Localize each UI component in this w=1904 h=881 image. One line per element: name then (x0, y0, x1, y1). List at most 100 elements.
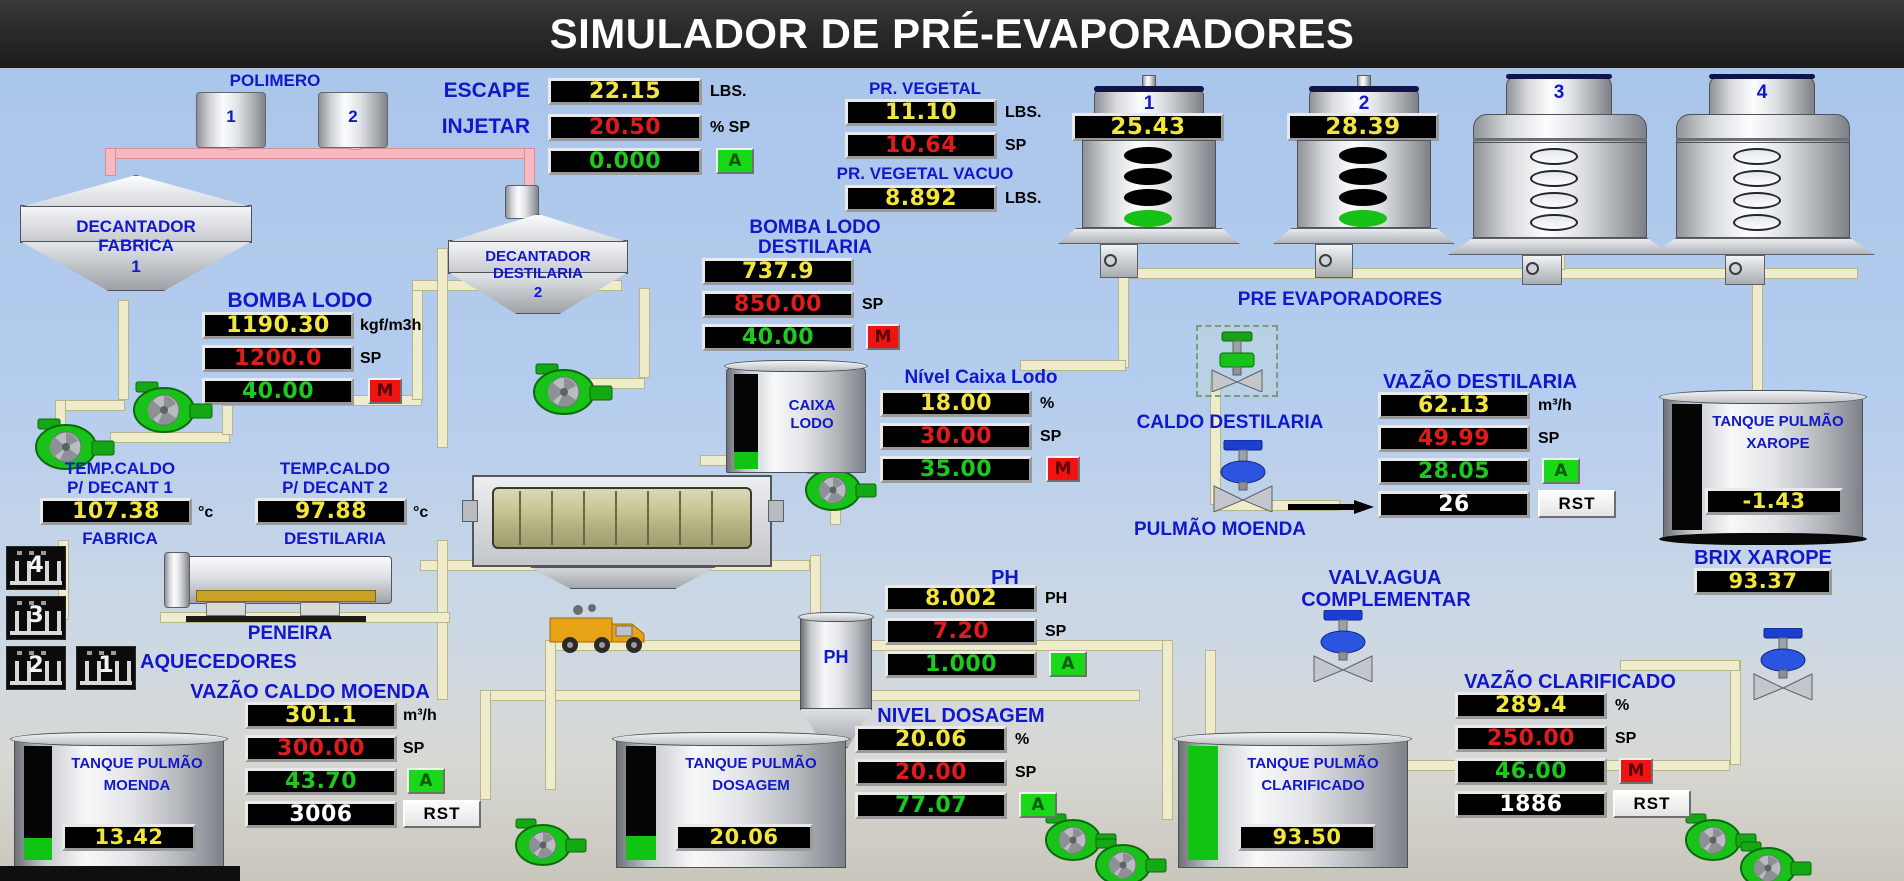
nivel-caixa-lodo-pv[interactable]: 18.00 (880, 390, 1032, 417)
pump-moenda-out[interactable] (510, 815, 588, 869)
aquecedor-2[interactable]: 2 (6, 646, 66, 690)
pr-vegetal-vacuo-label: PR. VEGETAL VACUO (836, 164, 1014, 183)
nivel-dosagem-mode-button[interactable]: A (1019, 792, 1057, 818)
vazao-destilaria-pv[interactable]: 62.13 (1378, 392, 1530, 419)
nivel-caixa-lodo-sp[interactable]: 30.00 (880, 423, 1032, 450)
dosagem-level-green (626, 836, 656, 860)
polimero-tank-2[interactable]: 2 (318, 92, 388, 148)
bomba-lodo-dest-sp-unit: SP (862, 296, 884, 313)
nivel-caixa-lodo-pv-unit: % (1040, 395, 1055, 412)
vazao-destilaria-mode-button[interactable]: A (1542, 458, 1580, 484)
bomba-lodo-dest-output[interactable]: 40.00 (702, 324, 854, 351)
aquecedor-1[interactable]: 1 (76, 646, 136, 690)
truck-icon (548, 600, 668, 654)
evap-4-id: 4 (1756, 82, 1768, 103)
aquecedor-4[interactable]: 4 (6, 546, 66, 590)
vazao-clarificado-pv[interactable]: 289.4 (1455, 692, 1607, 719)
valv-agua-icon[interactable] (1300, 609, 1386, 683)
vazao-destilaria-reset-button[interactable]: RST (1538, 490, 1616, 518)
clarificado-outlet-valve-icon[interactable] (1740, 627, 1826, 701)
pump-lodo-fabrica-1[interactable] (30, 415, 116, 473)
temp-decant2-value[interactable]: 97.88 (255, 498, 407, 525)
evap-2-id: 2 (1358, 93, 1370, 114)
peneira-base (186, 616, 366, 622)
vazao-clarificado-reset-button[interactable]: RST (1613, 790, 1691, 818)
pump-clarificado-out-2[interactable] (1735, 838, 1813, 881)
peneira-screen-bar (196, 590, 376, 602)
evap-1-level-3 (1124, 189, 1172, 206)
vazao-clarificado-output[interactable]: 46.00 (1455, 758, 1607, 785)
nivel-caixa-lodo-mode-button[interactable]: M (1046, 456, 1080, 482)
decant1-label-line2: FABRICA (98, 236, 174, 255)
pump-dosagem-out-1[interactable] (1040, 810, 1118, 864)
ph-sp[interactable]: 7.20 (885, 618, 1037, 645)
injetar-mode-button[interactable]: A (716, 148, 754, 174)
brix-xarope-value[interactable]: 93.37 (1694, 568, 1832, 595)
pump-lodo-destilaria[interactable] (528, 360, 614, 418)
injetar-sp[interactable]: 20.50 (548, 114, 702, 141)
bomba-lodo-dest-pv[interactable]: 737.9 (702, 258, 854, 285)
clarificado-value[interactable]: 93.50 (1238, 824, 1376, 851)
page-title: SIMULADOR DE PRÉ-EVAPORADORES (549, 10, 1355, 57)
vazao-caldo-moenda-sp[interactable]: 300.00 (245, 735, 397, 762)
ph-output[interactable]: 1.000 (885, 651, 1037, 678)
evap-2-value[interactable]: 28.39 (1287, 113, 1439, 141)
ph-sp-unit: SP (1045, 623, 1067, 640)
escape-value[interactable]: 22.15 (548, 78, 702, 105)
xarope-value[interactable]: -1.43 (1705, 488, 1843, 515)
vazao-caldo-moenda-reset-button[interactable]: RST (403, 800, 481, 828)
dosagem-value[interactable]: 20.06 (675, 824, 813, 851)
vazao-clarificado-sp[interactable]: 250.00 (1455, 725, 1607, 752)
vazao-destilaria-output[interactable]: 28.05 (1378, 458, 1530, 485)
polimero-tank-1[interactable]: 1 (196, 92, 266, 148)
peneira-inlet (164, 552, 190, 608)
decant2-inlet (505, 185, 539, 219)
vazao-destilaria-label: VAZÃO DESTILARIA (1382, 371, 1578, 393)
pump-dosagem-out-2[interactable] (1090, 835, 1168, 881)
pipe-clarificado-drop (1162, 640, 1173, 820)
pump-lodo-fabrica-2[interactable] (128, 378, 214, 436)
vazao-clarificado-mode-button[interactable]: M (1619, 758, 1653, 784)
moenda-value[interactable]: 13.42 (62, 824, 196, 851)
vazao-caldo-moenda-mode-button[interactable]: A (407, 768, 445, 794)
pump-clarificado-out-1[interactable] (1680, 810, 1758, 864)
pr-vegetal-value[interactable]: 11.10 (845, 99, 997, 126)
pr-vegetal-vacuo-value[interactable]: 8.892 (845, 185, 997, 212)
bomba-lodo-dest-mode-button[interactable]: M (866, 324, 900, 350)
pulmao-moenda-label: PULMÃO MOENDA (1133, 519, 1307, 540)
dosagem-label2: DOSAGEM (712, 777, 790, 794)
vazao-caldo-moenda-pv[interactable]: 301.1 (245, 702, 397, 729)
ph-vessel-shell (800, 618, 872, 710)
temp-decant2-sub: DESTILARIA (284, 529, 386, 548)
pr-vegetal-sp[interactable]: 10.64 (845, 132, 997, 159)
vazao-caldo-moenda-sp-unit: SP (403, 740, 425, 757)
vazao-caldo-moenda-output[interactable]: 43.70 (245, 768, 397, 795)
ph-mode-button[interactable]: A (1049, 651, 1087, 677)
bomba-lodo-output[interactable]: 40.00 (202, 378, 354, 405)
nivel-dosagem-pv[interactable]: 20.06 (855, 726, 1007, 753)
bomba-lodo-mode-button[interactable]: M (368, 378, 402, 404)
pipe-evap1-riser (1118, 268, 1129, 368)
evap-4-head (1709, 76, 1815, 116)
bomba-lodo-pv[interactable]: 1190.30 (202, 312, 354, 339)
bomba-lodo-dest-sp[interactable]: 850.00 (702, 291, 854, 318)
evap-2-level-4 (1339, 210, 1387, 227)
vazao-destilaria-total[interactable]: 26 (1378, 491, 1530, 518)
nivel-dosagem-sp[interactable]: 20.00 (855, 759, 1007, 786)
temp-decant2-label2: P/ DECANT 2 (282, 478, 388, 497)
injetar-output[interactable]: 0.000 (548, 148, 702, 175)
vazao-caldo-moenda-total[interactable]: 3006 (245, 801, 397, 828)
clarificado-level-green (1188, 746, 1218, 860)
evap-1-value[interactable]: 25.43 (1072, 113, 1224, 141)
vazao-clarificado-total[interactable]: 1886 (1455, 791, 1607, 818)
caldo-destilaria-valve-icon[interactable] (1200, 330, 1274, 393)
aquecedor-3[interactable]: 3 (6, 596, 66, 640)
ph-pv[interactable]: 8.002 (885, 585, 1037, 612)
bomba-lodo-sp[interactable]: 1200.0 (202, 345, 354, 372)
pulmao-moenda-valve-icon[interactable] (1200, 439, 1286, 513)
temp-decant1-value[interactable]: 107.38 (40, 498, 192, 525)
vazao-destilaria-sp[interactable]: 49.99 (1378, 425, 1530, 452)
vazao-clarificado-sp-unit: SP (1615, 730, 1637, 747)
nivel-dosagem-output[interactable]: 77.07 (855, 792, 1007, 819)
nivel-caixa-lodo-output[interactable]: 35.00 (880, 456, 1032, 483)
